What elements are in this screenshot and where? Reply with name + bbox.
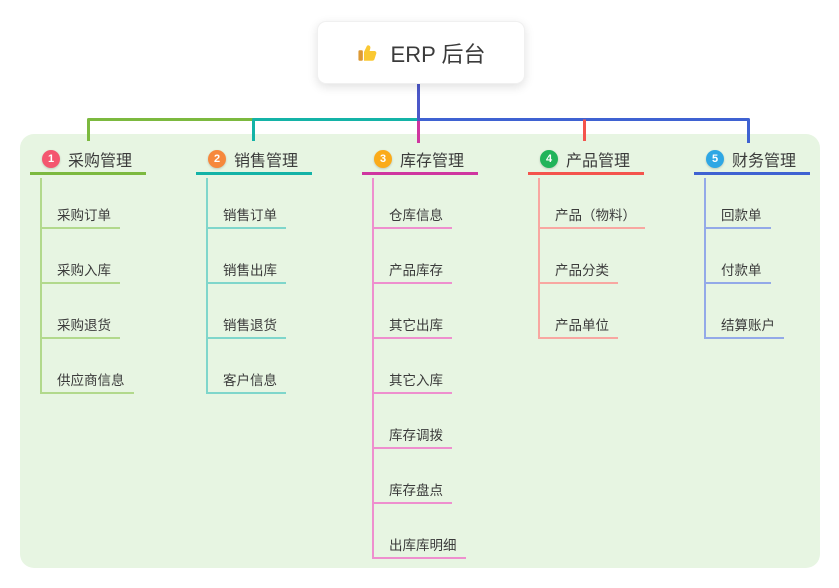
branch-children-line (40, 178, 42, 394)
child-label: 采购入库 (57, 263, 111, 278)
child-node[interactable]: 其它出库 (372, 314, 452, 339)
branch-node[interactable]: 3 库存管理 (362, 146, 478, 175)
child-label: 产品库存 (389, 263, 443, 278)
child-node[interactable]: 库存调拨 (372, 424, 452, 449)
child-label: 产品（物料） (555, 208, 636, 223)
child-label: 其它入库 (389, 373, 443, 388)
child-label: 库存盘点 (389, 483, 443, 498)
child-label: 结算账户 (721, 318, 775, 333)
child-node[interactable]: 仓库信息 (372, 204, 452, 229)
child-label: 产品分类 (555, 263, 609, 278)
branch-node[interactable]: 1 采购管理 (30, 146, 146, 175)
child-node[interactable]: 结算账户 (704, 314, 784, 339)
child-node[interactable]: 供应商信息 (40, 369, 134, 394)
child-label: 采购退货 (57, 318, 111, 333)
branch-number-badge: 2 (208, 150, 226, 168)
child-node[interactable]: 其它入库 (372, 369, 452, 394)
branches-panel (20, 134, 820, 568)
child-node[interactable]: 出库库明细 (372, 534, 466, 559)
child-node[interactable]: 产品（物料） (538, 204, 645, 229)
child-node[interactable]: 客户信息 (206, 369, 286, 394)
child-node[interactable]: 产品单位 (538, 314, 618, 339)
branch-number-badge: 5 (706, 150, 724, 168)
child-label: 供应商信息 (57, 373, 125, 388)
child-node[interactable]: 销售出库 (206, 259, 286, 284)
child-label: 库存调拨 (389, 428, 443, 443)
branch-label: 销售管理 (234, 153, 299, 170)
child-node[interactable]: 销售退货 (206, 314, 286, 339)
child-label: 其它出库 (389, 318, 443, 333)
child-node[interactable]: 采购入库 (40, 259, 120, 284)
branch-children-line (538, 178, 540, 339)
child-node[interactable]: 产品分类 (538, 259, 618, 284)
thumbs-up-icon (357, 41, 380, 64)
child-label: 出库库明细 (389, 538, 457, 553)
child-node[interactable]: 销售订单 (206, 204, 286, 229)
branch-number-badge: 1 (42, 150, 60, 168)
branch-label: 财务管理 (732, 153, 797, 170)
branch-children-line (206, 178, 208, 394)
branch-number-badge: 4 (540, 150, 558, 168)
branch-node[interactable]: 4 产品管理 (528, 146, 644, 175)
child-node[interactable]: 采购订单 (40, 204, 120, 229)
branch-node[interactable]: 2 销售管理 (196, 146, 312, 175)
child-node[interactable]: 付款单 (704, 259, 771, 284)
child-label: 付款单 (721, 263, 762, 278)
branch-label: 采购管理 (68, 153, 133, 170)
branch-node[interactable]: 5 财务管理 (694, 146, 810, 175)
root-node[interactable]: ERP 后台 (317, 21, 525, 84)
child-node[interactable]: 回款单 (704, 204, 771, 229)
child-label: 仓库信息 (389, 208, 443, 223)
child-label: 回款单 (721, 208, 762, 223)
branch-label: 产品管理 (566, 153, 631, 170)
branch-children-line (372, 178, 374, 559)
child-node[interactable]: 库存盘点 (372, 479, 452, 504)
child-label: 销售退货 (223, 318, 277, 333)
child-label: 销售订单 (223, 208, 277, 223)
branch-number-badge: 3 (374, 150, 392, 168)
branch-label: 库存管理 (400, 153, 465, 170)
root-title: ERP 后台 (390, 41, 486, 67)
child-label: 销售出库 (223, 263, 277, 278)
child-label: 客户信息 (223, 373, 277, 388)
child-label: 采购订单 (57, 208, 111, 223)
child-label: 产品单位 (555, 318, 609, 333)
child-node[interactable]: 产品库存 (372, 259, 452, 284)
branch-children-line (704, 178, 706, 339)
child-node[interactable]: 采购退货 (40, 314, 120, 339)
